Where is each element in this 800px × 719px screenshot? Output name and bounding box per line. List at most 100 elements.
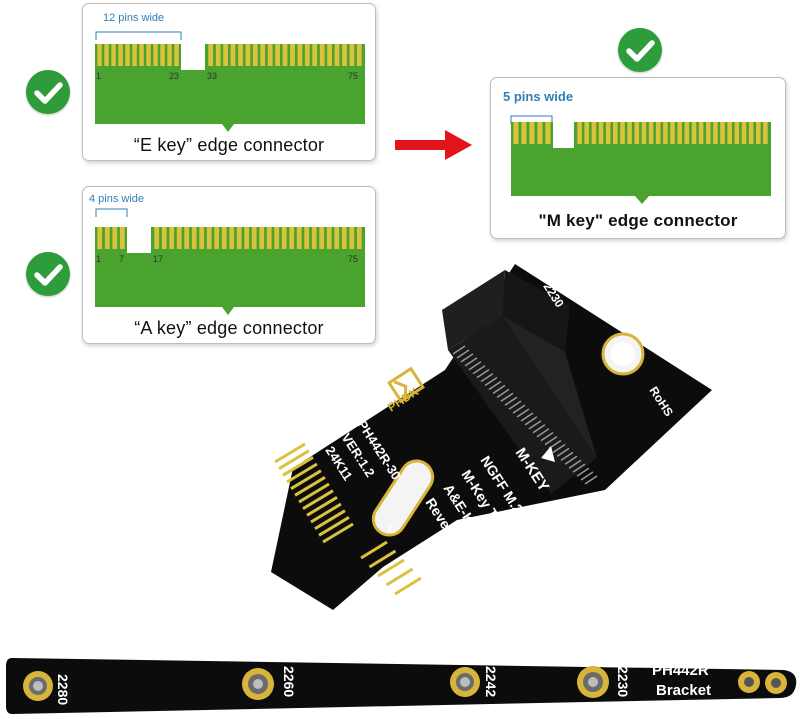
- socket-pin: [532, 424, 546, 434]
- bracket-mark-2230: 2230: [615, 666, 631, 697]
- socket-pin: [508, 400, 522, 410]
- board-edge-pin: [298, 482, 330, 504]
- gold-pin: [236, 227, 242, 249]
- gold-pin: [229, 227, 235, 249]
- gold-pin: [267, 44, 273, 66]
- board-edge-pin: [294, 476, 326, 497]
- gold-pin: [104, 44, 109, 66]
- gold-pin: [748, 122, 754, 144]
- gold-pin: [160, 44, 165, 66]
- gold-pin: [252, 44, 258, 66]
- a-key-pin-75: 75: [348, 254, 359, 264]
- phdk-logo: [387, 366, 425, 404]
- gold-pin: [706, 122, 711, 144]
- socket-pin: [476, 369, 490, 379]
- socket-pin: [528, 420, 542, 430]
- a-key-pin-1: 1: [96, 254, 102, 264]
- board-edge-pin: [306, 496, 338, 517]
- board-edge-pin: [274, 442, 306, 464]
- socket-pin: [504, 396, 518, 406]
- gold-pin: [208, 44, 214, 66]
- gold-pin: [537, 122, 543, 144]
- e-key-pin-75: 75: [348, 71, 359, 81]
- gold-pin: [591, 122, 597, 144]
- socket-pin: [480, 372, 494, 383]
- gold-pin: [319, 227, 325, 249]
- gold-pin: [720, 122, 725, 144]
- gold-pin: [763, 122, 768, 144]
- gold-pin: [356, 227, 362, 249]
- gold-pin: [613, 122, 618, 144]
- gold-pin: [230, 44, 236, 66]
- gold-pin: [605, 122, 611, 144]
- gold-pin: [153, 44, 158, 66]
- board-edge-pin: [360, 540, 388, 560]
- socket-pin: [544, 435, 558, 446]
- gold-pin: [259, 227, 265, 249]
- board-edge-pin: [286, 462, 318, 484]
- gold-pin: [146, 44, 151, 66]
- gold-pin: [698, 122, 704, 144]
- board-edge-pin: [282, 456, 314, 477]
- bracket-name-line1: PH442R: [652, 662, 709, 679]
- gold-pin: [655, 122, 661, 144]
- bracket-hole-5: [738, 671, 760, 693]
- socket-pin: [520, 412, 534, 422]
- gold-pin: [251, 227, 257, 249]
- board-edge-pin: [377, 558, 405, 578]
- gold-pin: [327, 44, 332, 66]
- ph442r-bracket: 2280 2260 2242 2230 PH442R Bracket: [6, 658, 797, 714]
- gold-pin: [342, 44, 347, 66]
- board-edge-pin: [290, 469, 322, 490]
- right-arrow-icon: [395, 130, 472, 160]
- a-key-width-label: 4 pins wide: [89, 193, 145, 205]
- socket-pin: [576, 467, 590, 477]
- gold-pin: [691, 122, 697, 144]
- gold-pin: [349, 227, 355, 249]
- gold-pin: [304, 227, 310, 249]
- gold-pin: [334, 44, 340, 66]
- socket-pin: [560, 451, 574, 461]
- gold-pin: [245, 44, 251, 66]
- board-edge-pin: [310, 502, 342, 524]
- board-edge-pin: [385, 567, 414, 587]
- gold-pin: [191, 227, 197, 249]
- gold-pin: [341, 227, 347, 249]
- socket-pin: [464, 357, 478, 367]
- gold-pin: [677, 122, 682, 144]
- gold-pin: [290, 44, 295, 66]
- gold-pin: [282, 44, 288, 66]
- gold-pin: [118, 44, 123, 66]
- socket-pin: [492, 384, 506, 395]
- gold-pin: [112, 227, 118, 249]
- gold-pin: [214, 227, 220, 249]
- gold-pin: [167, 44, 172, 66]
- socket-pin: [452, 345, 466, 355]
- gold-pin: [529, 122, 535, 144]
- socket-pin: [552, 443, 566, 454]
- socket-pin: [524, 416, 538, 426]
- gold-pin: [634, 122, 640, 144]
- check-icon: [618, 28, 662, 72]
- socket-pin: [496, 388, 510, 398]
- gold-pin: [334, 227, 340, 249]
- gold-pin: [289, 227, 295, 249]
- gold-pin: [311, 227, 317, 249]
- gold-pin: [713, 122, 718, 144]
- socket-pin: [472, 365, 486, 375]
- check-icon: [26, 70, 70, 114]
- socket-pin: [484, 376, 498, 387]
- board-edge-pin: [278, 449, 310, 470]
- board-edge-pin: [314, 509, 346, 530]
- socket-pin: [580, 471, 594, 481]
- gold-pin: [104, 227, 110, 249]
- gold-pin: [97, 44, 102, 66]
- socket-pin: [500, 392, 514, 402]
- gold-pin: [215, 44, 221, 66]
- gold-pin: [238, 44, 243, 66]
- gold-pin: [281, 227, 287, 249]
- gold-pin: [741, 122, 747, 144]
- gold-pin: [223, 44, 228, 66]
- gold-pin: [296, 227, 302, 249]
- gold-pin: [304, 44, 310, 66]
